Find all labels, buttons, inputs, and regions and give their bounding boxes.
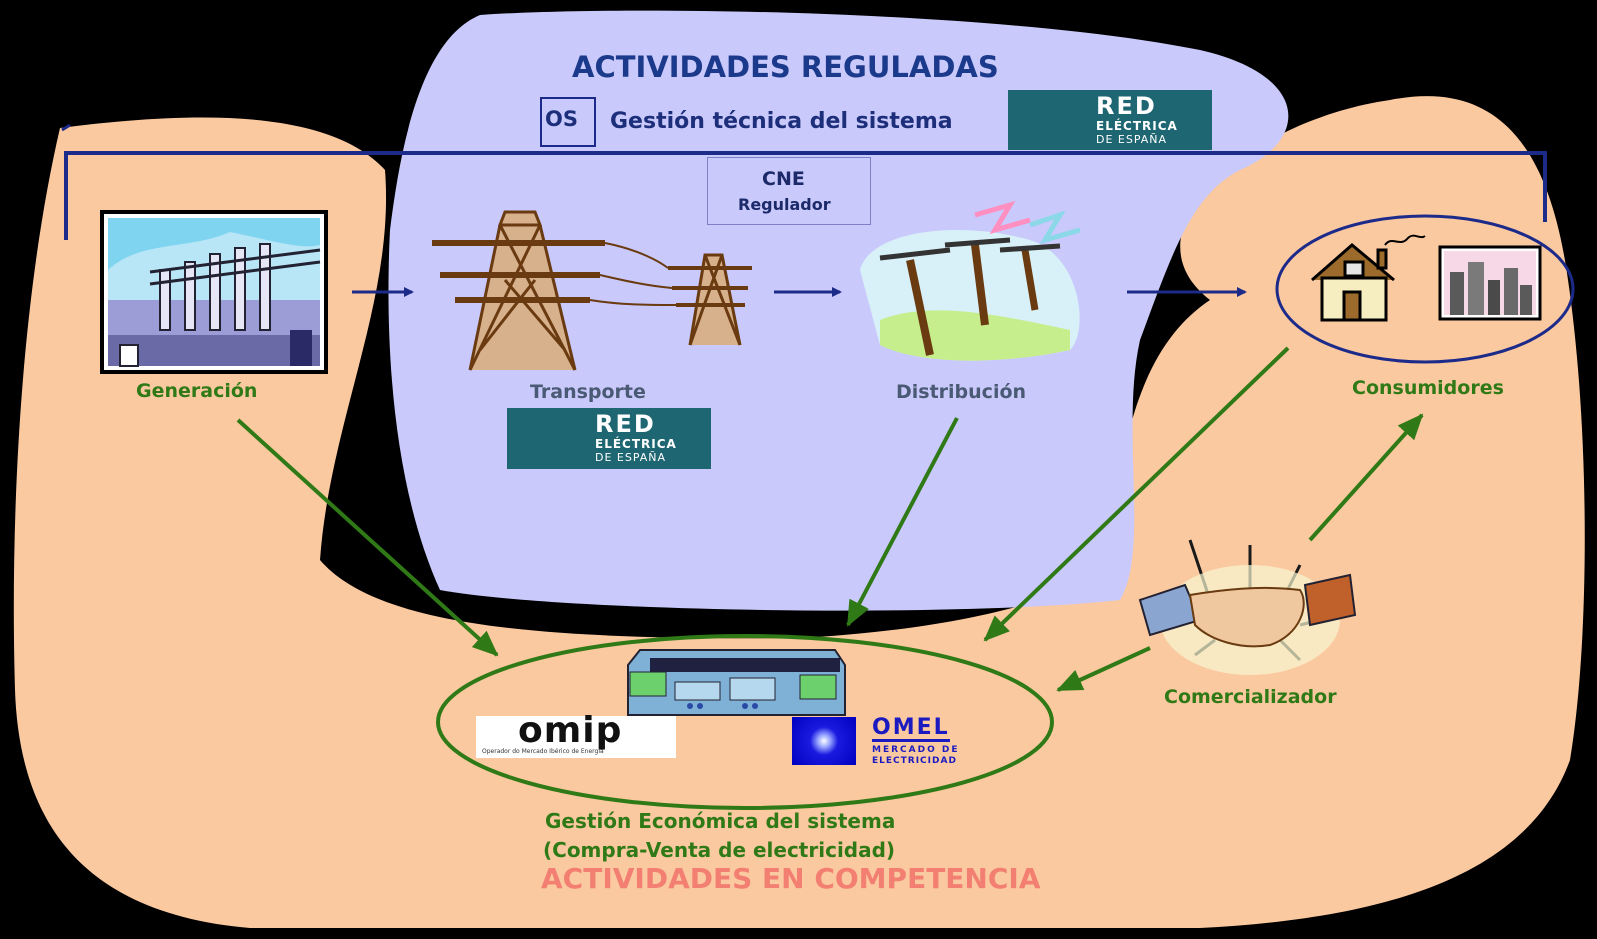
arrow-comer-market (1056, 646, 1151, 692)
red-logo-line3: DE ESPAÑA (595, 451, 667, 464)
label-generacion: Generación (136, 380, 258, 402)
handshake-icon (1138, 539, 1357, 675)
arrow-dist-market (846, 417, 959, 627)
cne-box (707, 157, 871, 225)
arrow-gen-market (236, 418, 499, 657)
consumers-ellipse (1275, 214, 1575, 364)
omel-logo: OMEL MERCADO DE ELECTRICIDAD (792, 717, 992, 767)
label-transporte: Transporte (530, 381, 646, 403)
competition-region (13, 96, 1585, 929)
market-line1: Gestión Económica del sistema (545, 809, 896, 833)
omel-wordmark: OMEL (872, 715, 950, 742)
bracket-tick (61, 123, 71, 132)
cne-sub-label: Regulador (738, 195, 831, 214)
label-distribucion: Distribución (896, 381, 1027, 403)
red-electrica-logo-bottom: RED ELÉCTRICA DE ESPAÑA (507, 408, 711, 469)
os-label: Gestión técnica del sistema (610, 109, 953, 134)
omel-sub1: MERCADO DE (872, 745, 960, 755)
os-tag-box (540, 97, 596, 147)
transmission-tower-icon (432, 210, 752, 371)
generation-plant-icon (100, 210, 328, 374)
label-consumidores: Consumidores (1352, 377, 1504, 399)
red-logo-line3: DE ESPAÑA (1096, 133, 1168, 146)
cne-label: CNE (762, 168, 805, 190)
market-line2: (Compra-Venta de electricidad) (543, 838, 896, 862)
red-logo-line1: RED (595, 410, 656, 438)
os-tag: OS (545, 107, 578, 131)
label-comercializador: Comercializador (1164, 686, 1337, 708)
arrow-comer-cons (1308, 413, 1424, 542)
market-ellipse (436, 634, 1054, 810)
regulated-title: ACTIVIDADES REGULADAS (572, 50, 999, 84)
house-icon (1311, 234, 1426, 322)
red-logo-line2: ELÉCTRICA (595, 437, 677, 451)
red-logo-line1: RED (1096, 92, 1157, 120)
arrow-cons-market (983, 346, 1290, 642)
omip-logo: omip Operador do Mercado Ibérico de Ener… (476, 710, 676, 758)
red-logo-line2: ELÉCTRICA (1096, 119, 1178, 133)
regulation-bracket (64, 151, 1547, 240)
omip-subtitle: Operador do Mercado Ibérico de Energia (482, 748, 604, 755)
omel-star-icon (792, 717, 856, 765)
red-electrica-logo-top: RED ELÉCTRICA DE ESPAÑA (1008, 90, 1212, 150)
competition-title: ACTIVIDADES EN COMPETENCIA (541, 862, 1041, 895)
omel-sub2: ELECTRICIDAD (872, 756, 957, 766)
distribution-pole-icon (860, 200, 1081, 361)
city-icon (1438, 245, 1542, 321)
exchange-device-icon (627, 649, 846, 716)
omip-wordmark: omip (518, 710, 623, 751)
